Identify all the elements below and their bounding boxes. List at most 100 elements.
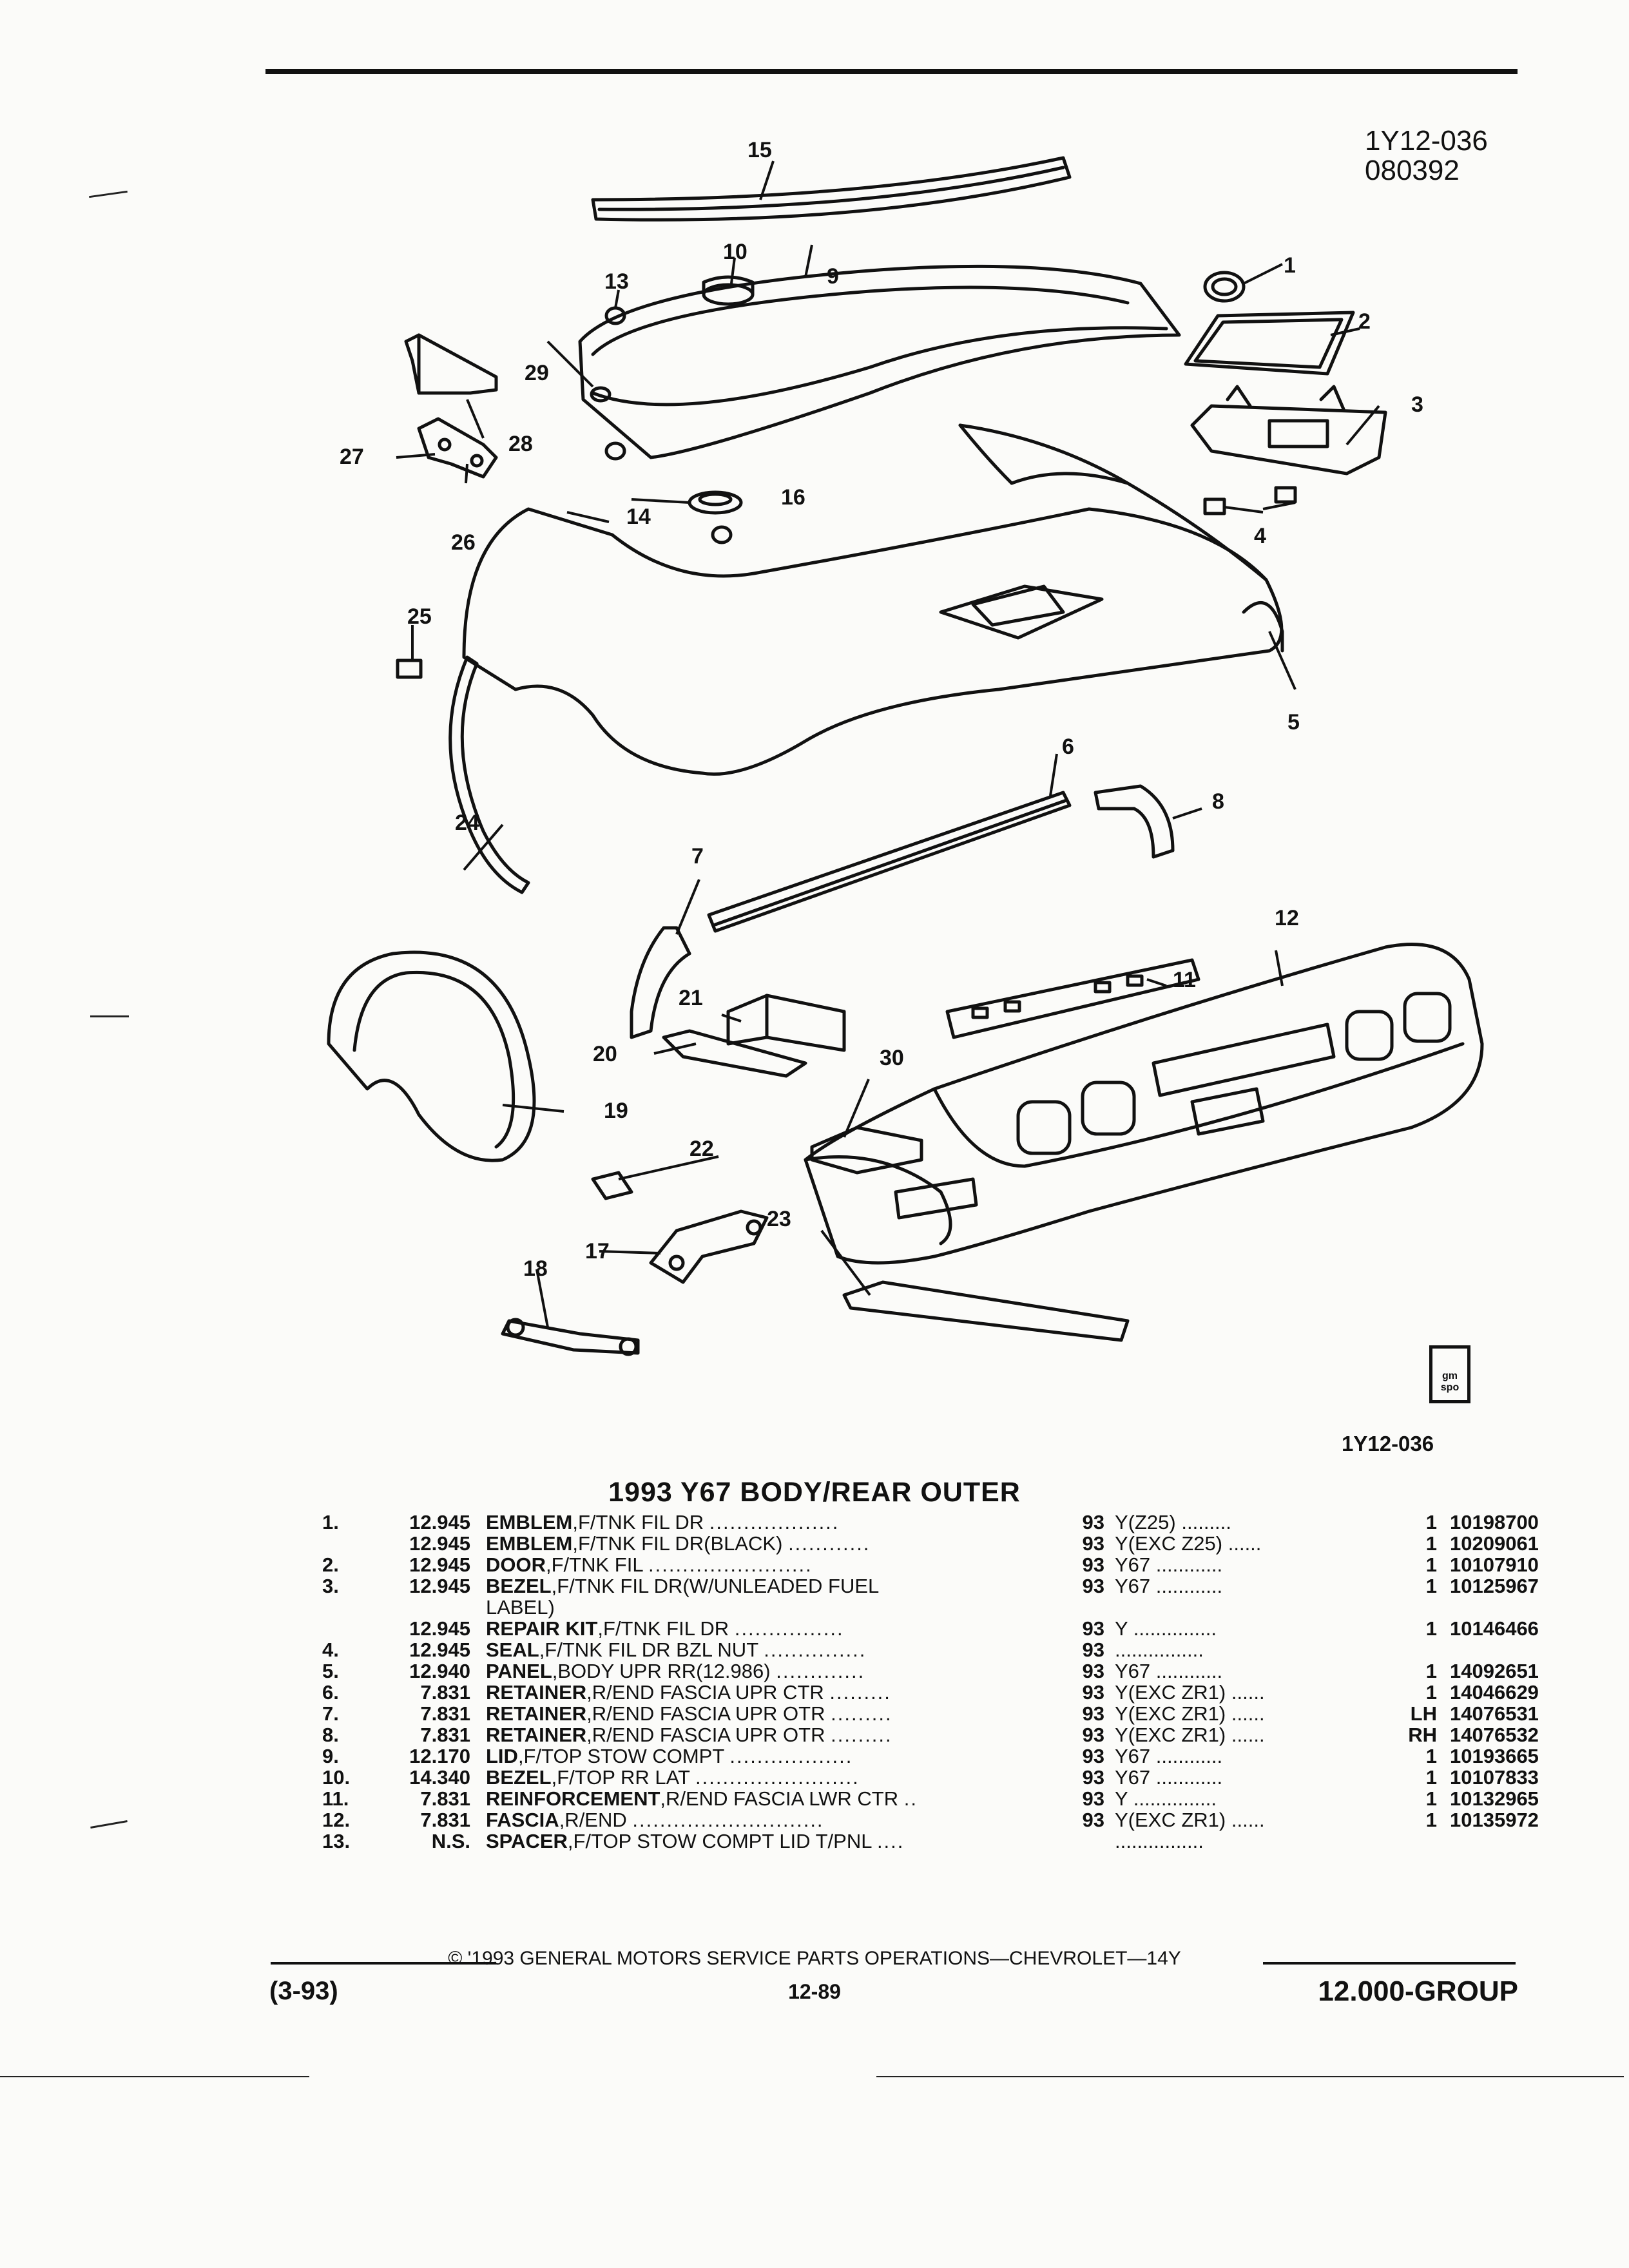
callout-5: 5 bbox=[1287, 710, 1300, 735]
callout-14: 14 bbox=[626, 505, 651, 529]
item-number: 13. bbox=[322, 1830, 351, 1852]
group-number: 7.831 bbox=[420, 1809, 470, 1831]
leader-dots: .................. bbox=[729, 1745, 853, 1767]
item-number: 4. bbox=[322, 1639, 339, 1661]
group-number: 12.945 bbox=[409, 1575, 470, 1597]
part-number: 14076532 bbox=[1450, 1724, 1539, 1746]
group-number: 7.831 bbox=[420, 1724, 470, 1746]
part-usage: Y(EXC ZR1) ...... bbox=[1115, 1703, 1392, 1724]
leader-dots: ................ bbox=[734, 1617, 844, 1640]
part-usage: Y ............... bbox=[1115, 1788, 1392, 1809]
callout-10: 10 bbox=[723, 240, 747, 264]
part-24-molding bbox=[448, 655, 530, 894]
part-number bbox=[1450, 1639, 1572, 1660]
usage-code: Y bbox=[1115, 1787, 1128, 1810]
exploded-parts-drawing bbox=[327, 156, 1484, 1356]
part-name: LID bbox=[486, 1745, 518, 1767]
footer-rule-left bbox=[271, 1962, 496, 1965]
callout-9: 9 bbox=[827, 264, 839, 289]
part-usage: Y67 ............ bbox=[1115, 1660, 1392, 1682]
part-19-wheelhouse-liner bbox=[327, 950, 536, 1162]
quantity: 1 bbox=[1425, 1766, 1437, 1789]
figure-code: 1Y12-036 bbox=[1365, 125, 1488, 157]
scan-mark bbox=[876, 2076, 1624, 2077]
leader-dots: ............ bbox=[1155, 1660, 1223, 1682]
part-name: DOOR bbox=[486, 1553, 546, 1576]
part-number: 10107910 bbox=[1450, 1553, 1539, 1576]
gm-spo-logo-text: gm spo bbox=[1440, 1370, 1460, 1393]
quantity: 1 bbox=[1425, 1681, 1437, 1704]
part-2-door bbox=[1184, 311, 1355, 376]
part-desc-text: ,F/TOP STOW COMPT bbox=[517, 1745, 724, 1767]
quantity: 1 bbox=[1425, 1787, 1437, 1810]
part-1-emblem bbox=[1203, 271, 1246, 303]
item-number: 3. bbox=[322, 1575, 339, 1597]
model-year: 93 bbox=[1082, 1745, 1104, 1767]
part-8-retainer-rh bbox=[1094, 784, 1175, 859]
gm-spo-logo: gm spo bbox=[1429, 1345, 1470, 1403]
model-year: 93 bbox=[1082, 1766, 1104, 1789]
usage-code: Y bbox=[1115, 1617, 1128, 1640]
part-desc-text: ,BODY UPR RR(12.986) bbox=[552, 1660, 771, 1682]
quantity bbox=[1392, 1831, 1450, 1852]
item-number bbox=[284, 1533, 393, 1554]
part-name: EMBLEM bbox=[486, 1532, 573, 1555]
part-description: BEZEL,F/TOP RR LAT .....................… bbox=[486, 1767, 1066, 1788]
part-description: SPACER,F/TOP STOW COMPT LID T/PNL .... bbox=[486, 1831, 1066, 1852]
part-11-reinforcement bbox=[945, 958, 1200, 1039]
part-12-rear-fascia bbox=[804, 943, 1484, 1265]
group-number: N.S. bbox=[431, 1830, 470, 1852]
part-usage: Y ............... bbox=[1115, 1618, 1392, 1639]
callout-22: 22 bbox=[689, 1137, 714, 1161]
callout-30: 30 bbox=[880, 1046, 904, 1070]
footer-page-number: 12-89 bbox=[788, 1980, 841, 2003]
part-number: 10198700 bbox=[1450, 1511, 1539, 1533]
usage-code: Y(EXC ZR1) bbox=[1115, 1724, 1226, 1746]
part-description: FASCIA,R/END ...........................… bbox=[486, 1809, 1066, 1831]
part-number bbox=[1450, 1597, 1572, 1618]
leader-dots: ............... bbox=[1133, 1617, 1217, 1640]
group-number: 7.831 bbox=[420, 1702, 470, 1725]
model-year: 93 bbox=[1082, 1809, 1104, 1831]
part-desc-text: ,F/TOP STOW COMPT LID T/PNL bbox=[567, 1830, 872, 1852]
group-number: 12.945 bbox=[409, 1639, 470, 1661]
usage-code: Y67 bbox=[1115, 1745, 1151, 1767]
part-usage: Y(EXC ZR1) ...... bbox=[1115, 1682, 1392, 1703]
part-number: 14076531 bbox=[1450, 1702, 1539, 1725]
callout-4: 4 bbox=[1254, 524, 1266, 548]
part-name: SEAL bbox=[486, 1639, 539, 1661]
part-name: REINFORCEMENT bbox=[486, 1787, 660, 1810]
model-year: 93 bbox=[1082, 1702, 1104, 1725]
quantity: 1 bbox=[1425, 1575, 1437, 1597]
leader-dots: ......... bbox=[829, 1681, 891, 1704]
model-year: 93 bbox=[1082, 1724, 1104, 1746]
scan-mark bbox=[90, 1820, 128, 1829]
part-description: DOOR,F/TNK FIL ........................ bbox=[486, 1554, 1066, 1575]
leader-dots: ........................ bbox=[695, 1766, 860, 1789]
part-3-bezel bbox=[1190, 385, 1387, 476]
callout-24: 24 bbox=[455, 811, 479, 835]
callout-1: 1 bbox=[1284, 253, 1296, 278]
leader-dots: ............ bbox=[1155, 1575, 1223, 1597]
model-year: 93 bbox=[1082, 1617, 1104, 1640]
item-number: 1. bbox=[322, 1511, 339, 1533]
part-number: 10193665 bbox=[1450, 1745, 1539, 1767]
part-desc-text: ,R/END FASCIA UPR OTR bbox=[586, 1724, 825, 1746]
callout-21: 21 bbox=[679, 986, 703, 1010]
part-number: 14092651 bbox=[1450, 1660, 1539, 1682]
group-number: 12.945 bbox=[409, 1532, 470, 1555]
item-number: 5. bbox=[322, 1660, 339, 1682]
item-number: 2. bbox=[322, 1553, 339, 1576]
part-usage: ................ bbox=[1115, 1831, 1392, 1852]
part-27-bracket bbox=[417, 417, 498, 479]
model-year: 93 bbox=[1082, 1553, 1104, 1576]
callout-3: 3 bbox=[1411, 392, 1423, 417]
part-name: BEZEL bbox=[486, 1766, 552, 1789]
